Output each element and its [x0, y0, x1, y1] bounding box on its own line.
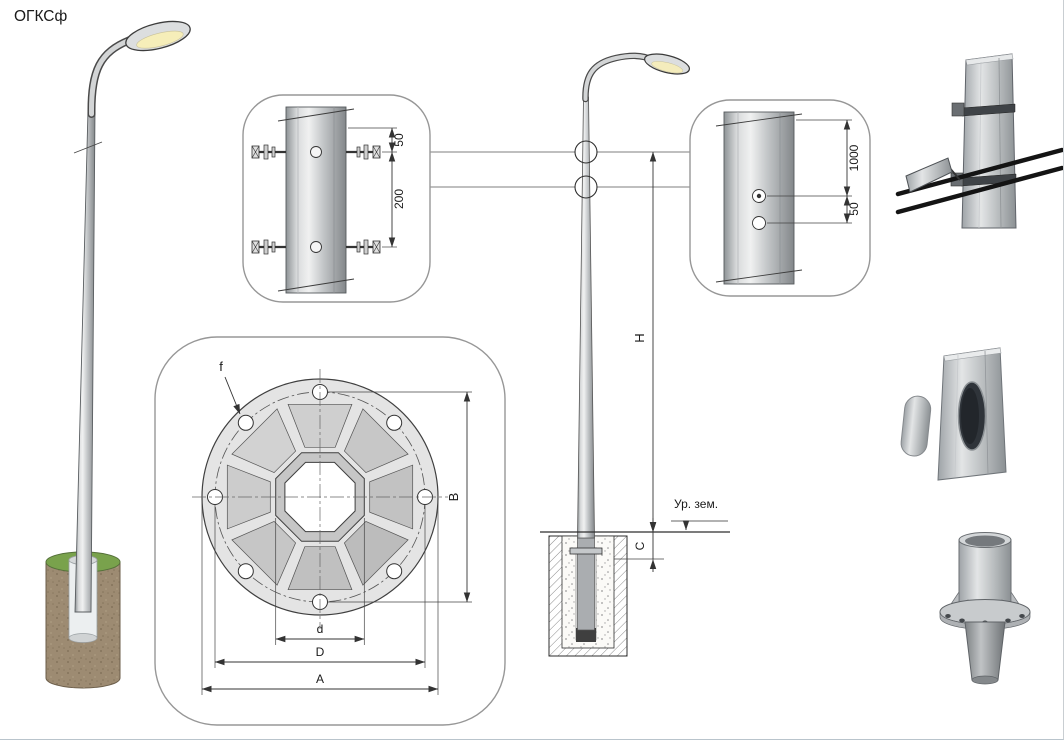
- cable-upper: [895, 147, 1063, 197]
- lamp-lens: [136, 30, 184, 49]
- flange-gussets: [226, 403, 414, 591]
- break-mark: [277, 278, 355, 292]
- dim-label-d: d: [317, 622, 324, 636]
- callout-circle-lower: [574, 175, 598, 199]
- pole-base-flange: [569, 547, 603, 555]
- pole-shaft: [74, 109, 96, 613]
- clamp-hole: [310, 146, 322, 158]
- dim-label-200: 200: [392, 189, 406, 209]
- detail-box-clamp: 50 200: [242, 94, 431, 303]
- dim-label-1000: 1000: [847, 144, 861, 171]
- pole-top-face: [965, 53, 1014, 66]
- bolt-row-lower: [251, 239, 381, 255]
- bolt-dot: [756, 193, 762, 199]
- base-skirt-cone: [964, 621, 1006, 681]
- lamp-head-elevation: [643, 53, 691, 75]
- skirt-bottom: [971, 675, 999, 685]
- pole-break-mark: [73, 141, 103, 154]
- suspension-clamp-render: [895, 53, 1063, 229]
- detail-box-holes: 1000 50: [689, 99, 871, 297]
- handhole-render: [900, 347, 1007, 481]
- foundation-cylinder: [45, 551, 121, 689]
- pole-arm: [87, 36, 134, 118]
- dim-label-50-side: 50: [847, 202, 861, 216]
- dim-label-DD: D: [316, 645, 325, 659]
- elevation-view: Ур. зем. H C: [540, 52, 730, 657]
- cable-lower: [895, 165, 1063, 215]
- callout-connectors: [430, 151, 690, 188]
- f-leader: [224, 376, 241, 415]
- dimension-B: B: [327, 391, 472, 603]
- hand-hole-depth: [961, 388, 979, 444]
- ground-label: Ур. зем.: [674, 497, 718, 511]
- dim-label-C: C: [633, 541, 647, 550]
- dim-label-50-top: 50: [392, 133, 406, 147]
- dim-label-A: A: [316, 672, 324, 686]
- dimension-C: C: [614, 518, 664, 572]
- channel-bottom: [576, 628, 596, 642]
- clamp-hole: [310, 241, 322, 253]
- dimension-D: D: [214, 505, 426, 668]
- callout-circle-upper: [574, 140, 598, 164]
- break-mark: [715, 113, 803, 127]
- mounting-hole-lower: [752, 216, 766, 230]
- band-tensioner-upper: [951, 102, 965, 117]
- pole-section: [285, 106, 347, 294]
- lamp-head: [125, 20, 191, 52]
- dim-label-f: f: [219, 359, 223, 374]
- dimension-A: A: [201, 501, 439, 695]
- clamp-dimensions: 50 200: [348, 127, 406, 248]
- tube-bore: [965, 535, 1005, 547]
- break-mark: [277, 108, 355, 122]
- hole-dimensions: 1000 50: [767, 119, 861, 224]
- page-title: ОГКСф: [14, 8, 67, 25]
- dim-label-H: H: [632, 333, 647, 342]
- pole-3d-render: [45, 20, 191, 689]
- flange-thickness: [939, 611, 1031, 630]
- bolt-row-upper: [251, 144, 381, 160]
- dimension-H: H: [632, 151, 657, 533]
- handhole-cover-plate: [900, 395, 932, 457]
- break-mark: [715, 269, 803, 283]
- pole-segment: [961, 53, 1017, 229]
- dim-label-B: B: [446, 493, 461, 502]
- base-shell-render: [939, 532, 1031, 685]
- anchor-wedge-clamp: [905, 157, 953, 193]
- pole-arm-elevation: [582, 52, 656, 103]
- base-tube: [958, 539, 1012, 609]
- dimension-d: d: [275, 518, 365, 645]
- flange-detail-box: f B d D A: [154, 336, 506, 726]
